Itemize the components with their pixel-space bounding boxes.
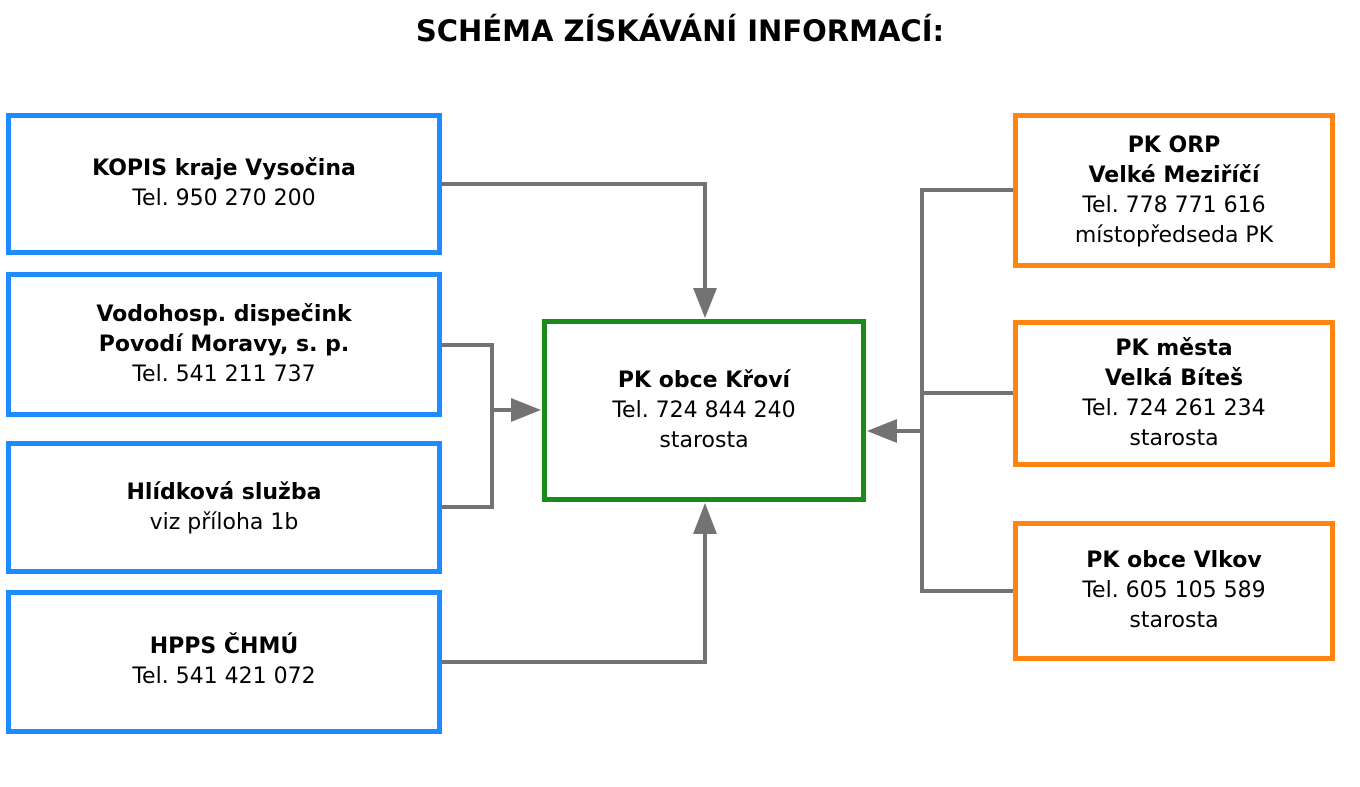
- neighbor-phone: Tel. 724 261 234: [1082, 395, 1266, 421]
- source-phone: Tel. 541 211 737: [132, 361, 316, 387]
- source-name: KOPIS kraje Vysočina: [92, 156, 356, 181]
- source-detail: viz příloha 1b: [149, 509, 299, 535]
- connector-orp-to-bus: [920, 188, 1013, 593]
- neighbor-phone: Tel. 778 771 616: [1082, 192, 1266, 218]
- source-box-hpps-chmu: HPPS ČHMÚ Tel. 541 421 072: [6, 590, 442, 734]
- center-box-pk-obce-krovi: PK obce Křoví Tel. 724 844 240 starosta: [542, 319, 866, 502]
- center-name: PK obce Křoví: [617, 367, 791, 393]
- arrowhead-bus: [867, 419, 897, 443]
- neighbor-role: místopředseda PK: [1074, 222, 1274, 248]
- neighbor-name-line1: PK města: [1115, 335, 1233, 361]
- connector-hpps-to-center: [442, 532, 707, 664]
- source-box-vodohosp: Vodohosp. dispečink Povodí Moravy, s. p.…: [6, 272, 442, 417]
- neighbor-box-pk-mesta-velka-bites: PK města Velká Bíteš Tel. 724 261 234 st…: [1013, 320, 1335, 467]
- source-name-line1: Vodohosp. dispečink: [96, 301, 352, 327]
- diagram-title: SCHÉMA ZÍSKÁVÁNÍ INFORMACÍ:: [415, 14, 945, 48]
- connector-vodo-to-merge: [442, 343, 494, 509]
- neighbor-name-line2: Velká Bíteš: [1104, 365, 1244, 391]
- source-name: Hlídková služba: [126, 479, 322, 505]
- neighbor-name: PK obce Vlkov: [1086, 548, 1262, 573]
- source-phone: Tel. 541 421 072: [132, 664, 316, 689]
- neighbor-name-line1: PK ORP: [1127, 132, 1221, 158]
- source-name: HPPS ČHMÚ: [149, 634, 299, 659]
- arrowhead-hpps: [693, 503, 717, 534]
- neighbor-name-line2: Velké Meziříčí: [1088, 162, 1260, 188]
- source-box-kopis: KOPIS kraje Vysočina Tel. 950 270 200: [6, 113, 442, 255]
- source-name-line2: Povodí Moravy, s. p.: [98, 331, 350, 357]
- neighbor-box-pk-obce-vlkov: PK obce Vlkov Tel. 605 105 589 starosta: [1013, 521, 1335, 661]
- arrowhead-merge: [511, 398, 541, 422]
- neighbor-box-pk-orp: PK ORP Velké Meziříčí Tel. 778 771 616 m…: [1013, 113, 1335, 268]
- neighbor-role: starosta: [1129, 425, 1219, 451]
- center-role: starosta: [659, 427, 749, 453]
- arrowhead-kopis: [693, 288, 717, 318]
- center-phone: Tel. 724 844 240: [612, 397, 796, 423]
- source-box-hlidkova-sluzba: Hlídková služba viz příloha 1b: [6, 441, 442, 574]
- neighbor-role: starosta: [1129, 608, 1219, 633]
- connector-kopis-to-center: [442, 182, 707, 290]
- neighbor-phone: Tel. 605 105 589: [1082, 578, 1266, 603]
- source-phone: Tel. 950 270 200: [132, 186, 316, 211]
